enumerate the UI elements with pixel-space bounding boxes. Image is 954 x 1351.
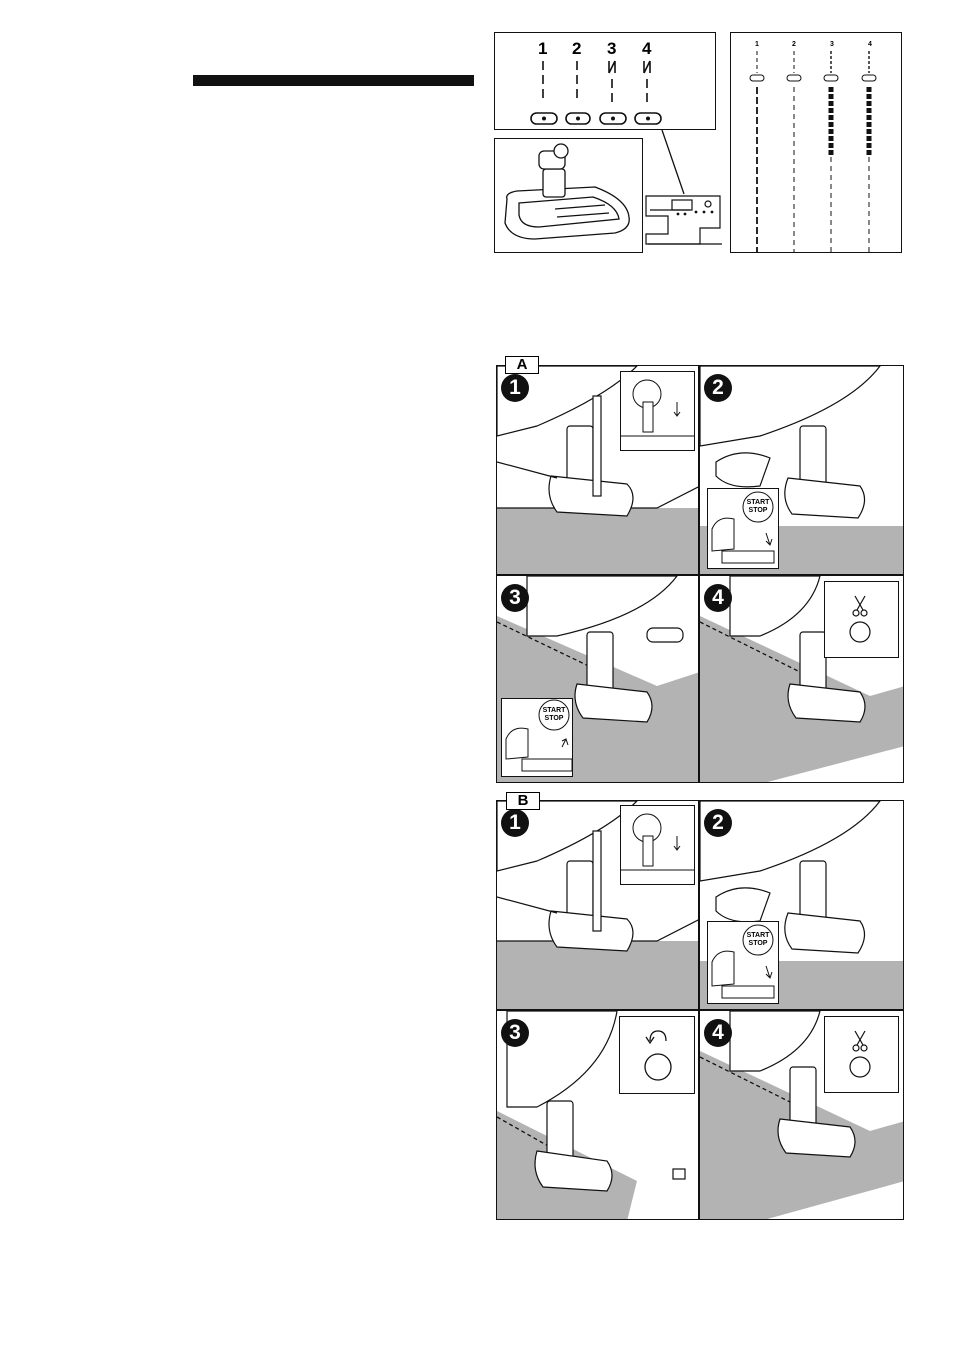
section-a-step-4-panel: 4 [699, 575, 904, 783]
section-b-step-1-panel: 1 [496, 800, 699, 1010]
needle-down-inset [620, 371, 695, 451]
step-number: 2 [704, 374, 732, 402]
scissors-icon [825, 1017, 899, 1093]
scissors-icon [825, 582, 899, 658]
stitch-selector-panel: 1 2 3 4 [494, 32, 716, 130]
section-b-step-3-panel: 3 [496, 1010, 699, 1220]
section-a-label: A [505, 356, 539, 374]
reverse-button-inset [619, 1016, 695, 1094]
step-number: 3 [501, 584, 529, 612]
presser-foot-icon [495, 139, 643, 253]
section-b-label: B [506, 792, 540, 810]
stitch-selector-graphic [495, 33, 716, 130]
reverse-stitch-icon [620, 1017, 695, 1094]
section-b-step-4-panel: 4 [699, 1010, 904, 1220]
step-number: 2 [704, 809, 732, 837]
section-a-step-1-panel: 1 [496, 365, 699, 575]
stitch-chart-panel: 1 2 3 4 [730, 32, 902, 253]
thread-cutter-inset [824, 581, 899, 658]
needle-down-inset [620, 805, 695, 885]
step-number: 4 [704, 1019, 732, 1047]
presser-foot-panel [494, 138, 643, 253]
step-number: 4 [704, 584, 732, 612]
heading-rule [193, 75, 474, 86]
step-number: 1 [501, 374, 529, 402]
step-number: 3 [501, 1019, 529, 1047]
step-number: 1 [501, 809, 529, 837]
stitch-chart-graphic [731, 33, 902, 253]
thread-cutter-inset [824, 1016, 899, 1093]
sewing-machine-icon [638, 188, 728, 254]
